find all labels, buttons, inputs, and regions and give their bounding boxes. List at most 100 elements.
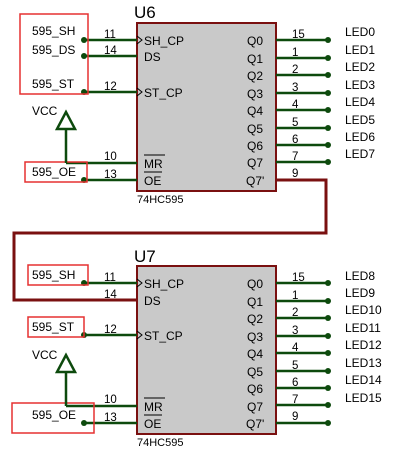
net-label-box[interactable] bbox=[11, 402, 95, 434]
pin-name: OE bbox=[144, 174, 161, 188]
pin-number: 10 bbox=[104, 394, 117, 406]
vcc-label: VCC bbox=[32, 348, 58, 362]
pin-name: MR bbox=[144, 400, 163, 414]
clock-marker-icon bbox=[136, 278, 143, 288]
net-label-led: LED11 bbox=[345, 321, 381, 335]
net-label: 595_ST bbox=[32, 320, 75, 334]
junction-dot bbox=[325, 385, 331, 391]
pin-name: OE bbox=[144, 417, 161, 431]
pin-number: 5 bbox=[292, 360, 298, 372]
pin-number: 15 bbox=[292, 272, 305, 284]
pin-number: 9 bbox=[292, 411, 298, 423]
net-label-led: LED8 bbox=[345, 269, 375, 283]
junction-dot bbox=[325, 55, 331, 61]
chip-u7-body[interactable] bbox=[136, 265, 277, 435]
pin-number: 13 bbox=[104, 169, 117, 181]
junction-dot bbox=[325, 280, 331, 286]
junction-dot bbox=[81, 420, 87, 426]
pin-number: 2 bbox=[292, 64, 298, 76]
pin-number: 1 bbox=[292, 290, 298, 302]
net-label: 595_SH bbox=[32, 24, 75, 38]
pin-number: 3 bbox=[292, 325, 298, 337]
net-label-led: LED3 bbox=[345, 78, 375, 92]
pin-number: 1 bbox=[292, 47, 298, 59]
net-label: 595_DS bbox=[32, 43, 75, 57]
pin-name: Q6 bbox=[247, 139, 263, 153]
pin-name: ST_CP bbox=[144, 329, 183, 343]
pin-number: 10 bbox=[104, 151, 117, 163]
clock-marker-icon bbox=[136, 87, 143, 97]
pin-number: 11 bbox=[104, 272, 116, 284]
pin-number: 4 bbox=[292, 342, 299, 354]
pin-name: MR bbox=[144, 157, 163, 171]
pin-name: Q5 bbox=[247, 365, 263, 379]
pin-number: 6 bbox=[292, 377, 298, 389]
net-label-box[interactable] bbox=[27, 264, 89, 286]
net-label-box[interactable] bbox=[27, 316, 85, 338]
net-label-led: LED4 bbox=[345, 95, 375, 109]
chip-u7: U7 11 14 12 10 13 SH_CP DS ST_CP MR OE Q… bbox=[11, 247, 382, 449]
net-label-led: LED7 bbox=[345, 147, 375, 161]
pin-number: 9 bbox=[292, 168, 298, 180]
pin-number: 12 bbox=[104, 81, 117, 93]
pin-name: SH_CP bbox=[144, 34, 184, 48]
net-label: 595_SH bbox=[32, 268, 75, 282]
pin-name: Q3 bbox=[247, 330, 263, 344]
net-label-led: LED15 bbox=[345, 391, 382, 405]
pin-number: 7 bbox=[292, 151, 298, 163]
chip-u6-ref: U6 bbox=[134, 3, 156, 22]
pin-name: Q1 bbox=[247, 295, 263, 309]
pin-number: 11 bbox=[104, 29, 116, 41]
junction-dot bbox=[325, 420, 331, 426]
pin-name: Q4 bbox=[247, 104, 263, 118]
chip-u7-part: 74HC595 bbox=[137, 437, 183, 449]
pin-number: 3 bbox=[292, 82, 298, 94]
junction-dot bbox=[325, 90, 331, 96]
junction-dot bbox=[325, 107, 331, 113]
net-label-led: LED2 bbox=[345, 60, 375, 74]
chip-u6-part: 74HC595 bbox=[137, 194, 183, 206]
junction-dot bbox=[325, 333, 331, 339]
junction-dot bbox=[325, 159, 331, 165]
pin-name: DS bbox=[144, 294, 161, 308]
clock-marker-icon bbox=[136, 330, 143, 340]
pin-name: ST_CP bbox=[144, 86, 183, 100]
pin-number: 2 bbox=[292, 307, 298, 319]
pin-name: Q0 bbox=[247, 277, 263, 291]
pin-name: Q7 bbox=[247, 400, 263, 414]
junction-dot bbox=[325, 368, 331, 374]
chip-u6-body[interactable] bbox=[136, 22, 277, 192]
chip-u7-ref: U7 bbox=[134, 247, 156, 266]
net-label-group-box[interactable] bbox=[19, 13, 89, 95]
pin-name: Q1 bbox=[247, 52, 263, 66]
pin-number: 15 bbox=[292, 29, 305, 41]
pin-number: 7 bbox=[292, 394, 298, 406]
net-label-led: LED10 bbox=[345, 303, 382, 317]
vcc-arrow-icon bbox=[54, 109, 78, 131]
pin-name: Q7' bbox=[246, 417, 264, 431]
net-label-led: LED12 bbox=[345, 338, 382, 352]
net-label-box[interactable] bbox=[24, 161, 88, 183]
pin-number: 14 bbox=[104, 289, 117, 301]
chip-u6: U6 11 14 12 10 13 SH_CP DS ST_CP MR OE Q… bbox=[19, 3, 375, 206]
net-label: 595_OE bbox=[32, 408, 76, 422]
pin-number: 14 bbox=[104, 45, 117, 57]
pin-name: Q0 bbox=[247, 34, 263, 48]
pin-name: Q4 bbox=[247, 347, 263, 361]
junction-dot bbox=[325, 37, 331, 43]
pin-name: Q3 bbox=[247, 87, 263, 101]
net-label-led: LED5 bbox=[345, 113, 375, 127]
net-label-led: LED14 bbox=[345, 373, 382, 387]
net-label: 595_OE bbox=[32, 165, 76, 179]
net-label-led: LED1 bbox=[345, 43, 375, 57]
junction-dot bbox=[325, 142, 331, 148]
pin-name: SH_CP bbox=[144, 277, 184, 291]
wire-cascade-q7-to-ds bbox=[12, 178, 328, 302]
pin-number: 13 bbox=[104, 412, 117, 424]
net-label-led: LED6 bbox=[345, 130, 375, 144]
pin-name: Q7' bbox=[246, 174, 264, 188]
pin-name: Q2 bbox=[247, 312, 263, 326]
clock-marker-icon bbox=[136, 35, 143, 45]
junction-dot bbox=[325, 402, 331, 408]
